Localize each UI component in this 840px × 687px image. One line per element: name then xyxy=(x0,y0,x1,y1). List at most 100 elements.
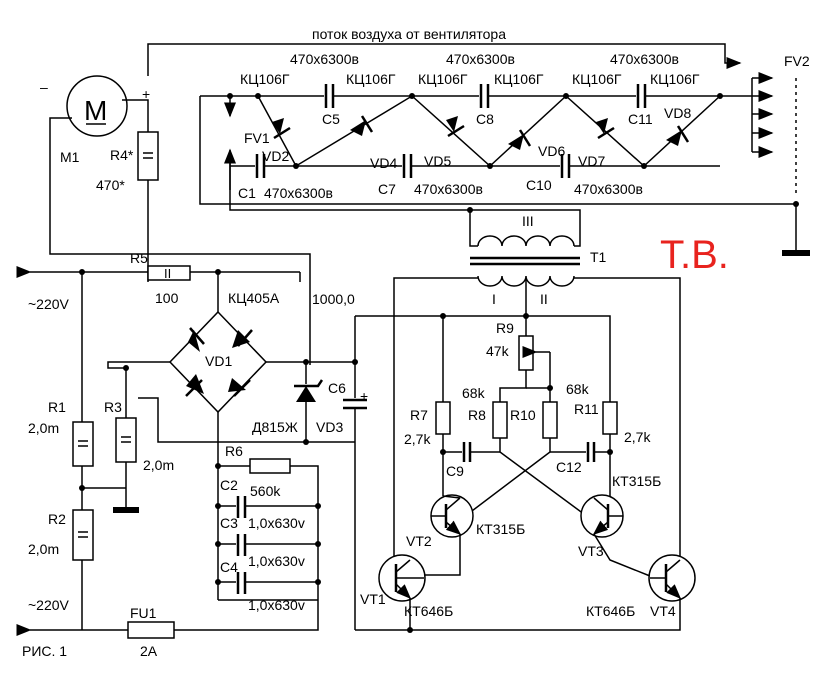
vd3-type: Д815Ж xyxy=(252,419,298,435)
diode-vd5 xyxy=(446,116,465,138)
c8-value: 470x6300в xyxy=(446,51,515,67)
wire-bridge-left xyxy=(107,361,170,369)
airflow-label: поток воздуха от вентилятора xyxy=(312,26,506,42)
transistor-vt4 xyxy=(648,554,696,602)
r3-label: R3 xyxy=(104,399,122,415)
r2-value: 2,0m xyxy=(28,541,59,557)
c1-label: C1 xyxy=(238,185,256,201)
capacitor-c7 xyxy=(402,154,413,178)
vd4-label: VD4 xyxy=(370,155,397,171)
bridge-type: КЦ405А xyxy=(228,290,280,306)
fan-motor-icon xyxy=(66,75,128,137)
multiplier-left-rail xyxy=(199,96,796,205)
r2-label: R2 xyxy=(48,511,66,527)
vd8-label: VD8 xyxy=(664,105,691,121)
c5-label: C5 xyxy=(322,111,340,127)
diode-type-4: КЦ106Г xyxy=(494,71,544,87)
c4-label: C4 xyxy=(220,559,238,575)
motor-plus: + xyxy=(142,86,150,102)
vt1-type: КТ646Б xyxy=(404,603,453,619)
capacitor-c5 xyxy=(324,84,335,108)
c8-label: C8 xyxy=(476,111,494,127)
resistor-r5 xyxy=(147,265,191,281)
mains-top-label: ~220V xyxy=(28,296,70,312)
resistor-r6 xyxy=(249,458,291,474)
r7-value: 2,7k xyxy=(404,431,431,447)
c6-label: C6 xyxy=(328,380,346,396)
r9-label: R9 xyxy=(496,320,514,336)
c3-label: C3 xyxy=(220,515,238,531)
wire-winding-ii xyxy=(574,277,681,560)
motor-minus: – xyxy=(40,79,48,95)
diode-type-3: КЦ106Г xyxy=(418,71,468,87)
resistor-r1 xyxy=(72,421,94,467)
diode-vd7 xyxy=(596,118,615,140)
transformer-t1 xyxy=(470,235,580,287)
r10-label: R10 xyxy=(510,407,536,423)
wire-motor-minus xyxy=(49,117,311,365)
c10-label: C10 xyxy=(526,177,552,193)
capacitor-c1 xyxy=(255,154,266,178)
vt1-label: VT1 xyxy=(360,591,386,607)
diode-type-5: КЦ106Г xyxy=(572,71,622,87)
vt2-label: VT2 xyxy=(406,533,432,549)
vt4-type: КТ646Б xyxy=(586,603,635,619)
r4-value: 470* xyxy=(96,177,125,193)
motor-symbol: M xyxy=(84,95,107,126)
mains-bottom-label: ~220V xyxy=(28,597,70,613)
r4-label: R4* xyxy=(110,147,134,163)
c7-value: 470x6300в xyxy=(414,181,483,197)
resistor-r4 xyxy=(137,131,159,181)
c11-label: C11 xyxy=(628,111,653,127)
diode-vd6 xyxy=(508,129,532,150)
transistor-vt2 xyxy=(430,494,474,538)
wire-motor-plus xyxy=(122,99,149,132)
c11-value: 470x6300в xyxy=(610,51,679,67)
c2-value: 1,0x630v xyxy=(248,515,305,531)
r5-mark: II xyxy=(164,266,171,281)
c10-value: 470x6300в xyxy=(574,181,643,197)
t1-label: T1 xyxy=(590,249,607,265)
c3-value: 1,0x630v xyxy=(248,553,305,569)
c6-plus: + xyxy=(360,388,368,404)
diode-vd8 xyxy=(666,125,690,146)
c12-label: C12 xyxy=(556,459,582,475)
r6-label: R6 xyxy=(225,443,243,459)
ground-symbol-1 xyxy=(113,507,139,513)
vt2-type: КТ315Б xyxy=(476,521,525,537)
diode-type-2: КЦ106Г xyxy=(346,71,396,87)
r3-value: 2,0m xyxy=(143,457,174,473)
potentiometer-r9 xyxy=(518,335,534,371)
r1-label: R1 xyxy=(48,399,66,415)
r5-label: R5 xyxy=(130,250,148,266)
figure-caption: РИС. 1 xyxy=(22,643,67,659)
r5-value: 100 xyxy=(155,290,179,306)
r6-value: 560k xyxy=(250,483,281,499)
fv1-label: FV1 xyxy=(244,130,270,146)
resistor-r3 xyxy=(115,417,137,463)
vt3-label: VT3 xyxy=(578,543,604,559)
ground-symbol-2 xyxy=(782,250,810,256)
c1-value: 470x6300в xyxy=(264,185,333,201)
diode-vd4 xyxy=(350,115,374,136)
fuse-fu1 xyxy=(127,621,175,639)
c2-label: C2 xyxy=(220,477,238,493)
r11-label: R11 xyxy=(574,401,599,417)
r8-value: 68k xyxy=(462,385,486,401)
wire-neg-bus xyxy=(138,397,355,443)
vd5-label: VD5 xyxy=(424,153,451,169)
winding-iii: III xyxy=(522,213,534,229)
r10-value: 68k xyxy=(566,381,590,397)
resistor-r11 xyxy=(602,401,618,435)
diode-vd2 xyxy=(272,118,291,140)
winding-ii: II xyxy=(540,291,548,307)
winding-i: I xyxy=(492,291,496,307)
vd3-label: VD3 xyxy=(316,419,343,435)
fv2-needles xyxy=(751,72,774,158)
r8-label: R8 xyxy=(468,407,486,423)
zener-vd3 xyxy=(296,386,316,402)
vt3-type: КТ315Б xyxy=(612,473,661,489)
resistor-r8 xyxy=(492,401,508,439)
capacitor-c8 xyxy=(479,84,490,108)
